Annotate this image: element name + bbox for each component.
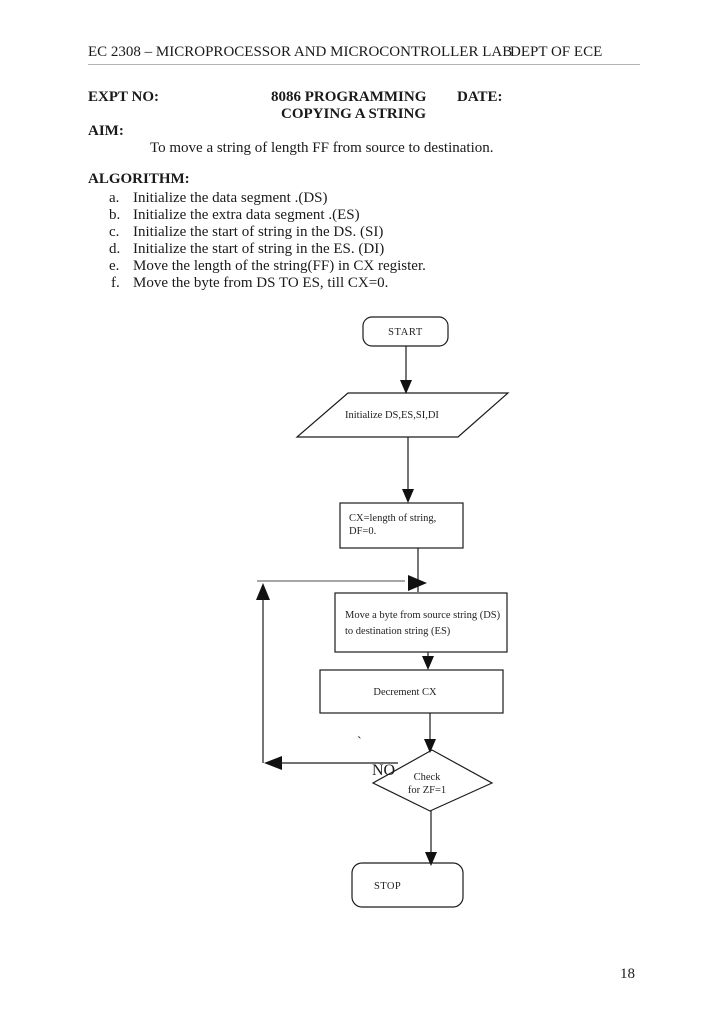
arrowhead-down-icon xyxy=(424,739,436,753)
header-department: DEPT OF ECE xyxy=(510,44,603,60)
algorithm-item: c. Initialize the start of string in the… xyxy=(109,224,383,240)
start-node-label: START xyxy=(388,327,423,338)
arrowhead-down-icon xyxy=(400,380,412,394)
header-course-title: EC 2308 – MICROPROCESSOR AND MICROCONTRO… xyxy=(88,44,513,60)
cx-node-line1: CX=length of string, xyxy=(349,513,437,524)
arrowhead-down-icon xyxy=(425,852,437,866)
stop-node-label: STOP xyxy=(374,881,402,892)
check-node-shape xyxy=(371,749,494,812)
cx-node-shape xyxy=(339,502,464,549)
item-letter: d. xyxy=(109,241,121,257)
algorithm-item: d. Initialize the start of string in the… xyxy=(109,241,384,257)
check-node-line2: for ZF=1 xyxy=(407,785,447,796)
algorithm-item: b. Initialize the extra data segment .(E… xyxy=(109,207,360,223)
arrowhead-right-icon xyxy=(408,575,427,591)
move-node-label: Move a byte from source string (DS) to d… xyxy=(345,608,500,640)
item-text: Initialize the start of string in the ES… xyxy=(133,241,385,257)
algorithm-item: a. Initialize the data segment .(DS) xyxy=(109,190,328,206)
experiment-title: 8086 PROGRAMMING xyxy=(271,89,427,105)
date-label: DATE: xyxy=(457,89,503,105)
item-letter: f. xyxy=(111,275,120,291)
item-letter: e. xyxy=(109,258,120,274)
algorithm-label: ALGORITHM: xyxy=(88,171,190,187)
stray-mark: ` xyxy=(357,735,362,750)
stop-node-shape xyxy=(351,862,464,908)
move-node-shape xyxy=(334,592,508,653)
init-node-shape xyxy=(295,392,510,438)
decrement-node-label: Decrement CX xyxy=(373,687,437,698)
decrement-node-shape xyxy=(319,669,504,714)
arrowhead-down-icon xyxy=(422,656,434,670)
item-text: Move the length of the string(FF) in CX … xyxy=(133,258,426,274)
item-text: Initialize the start of string in the DS… xyxy=(133,224,384,240)
cx-node-line2: DF=0. xyxy=(349,526,377,537)
arrowhead-left-icon xyxy=(264,756,282,770)
page-number: 18 xyxy=(620,966,635,982)
arrowhead-down-icon xyxy=(402,489,414,503)
item-letter: b. xyxy=(109,207,121,223)
move-node-line1: Move a byte from source string (DS) xyxy=(345,610,501,621)
experiment-subtitle: COPYING A STRING xyxy=(281,106,427,122)
item-text: Initialize the extra data segment .(ES) xyxy=(133,207,360,223)
header-rule xyxy=(88,64,640,65)
move-node-line2: to destination string (ES) xyxy=(345,626,451,637)
arrowhead-up-icon xyxy=(256,583,270,600)
init-node-label: Initialize DS,ES,SI,DI xyxy=(345,410,439,421)
item-text: Move the byte from DS TO ES, till CX=0. xyxy=(133,275,389,291)
item-text: Initialize the data segment .(DS) xyxy=(133,190,328,206)
aim-text: To move a string of length FF from sourc… xyxy=(150,140,494,156)
no-branch-label: NO xyxy=(372,762,396,779)
item-letter: c. xyxy=(109,224,120,240)
algorithm-item: f. Move the byte from DS TO ES, till CX=… xyxy=(111,275,388,291)
check-node-line1: Check xyxy=(413,772,441,783)
algorithm-item: e. Move the length of the string(FF) in … xyxy=(109,258,426,274)
cx-node-label: CX=length of string, DF=0. xyxy=(349,512,436,538)
item-letter: a. xyxy=(109,190,120,206)
aim-label: AIM: xyxy=(88,123,124,139)
check-node-label: Check for ZF=1 xyxy=(402,771,452,797)
expt-no-label: EXPT NO: xyxy=(88,89,159,105)
